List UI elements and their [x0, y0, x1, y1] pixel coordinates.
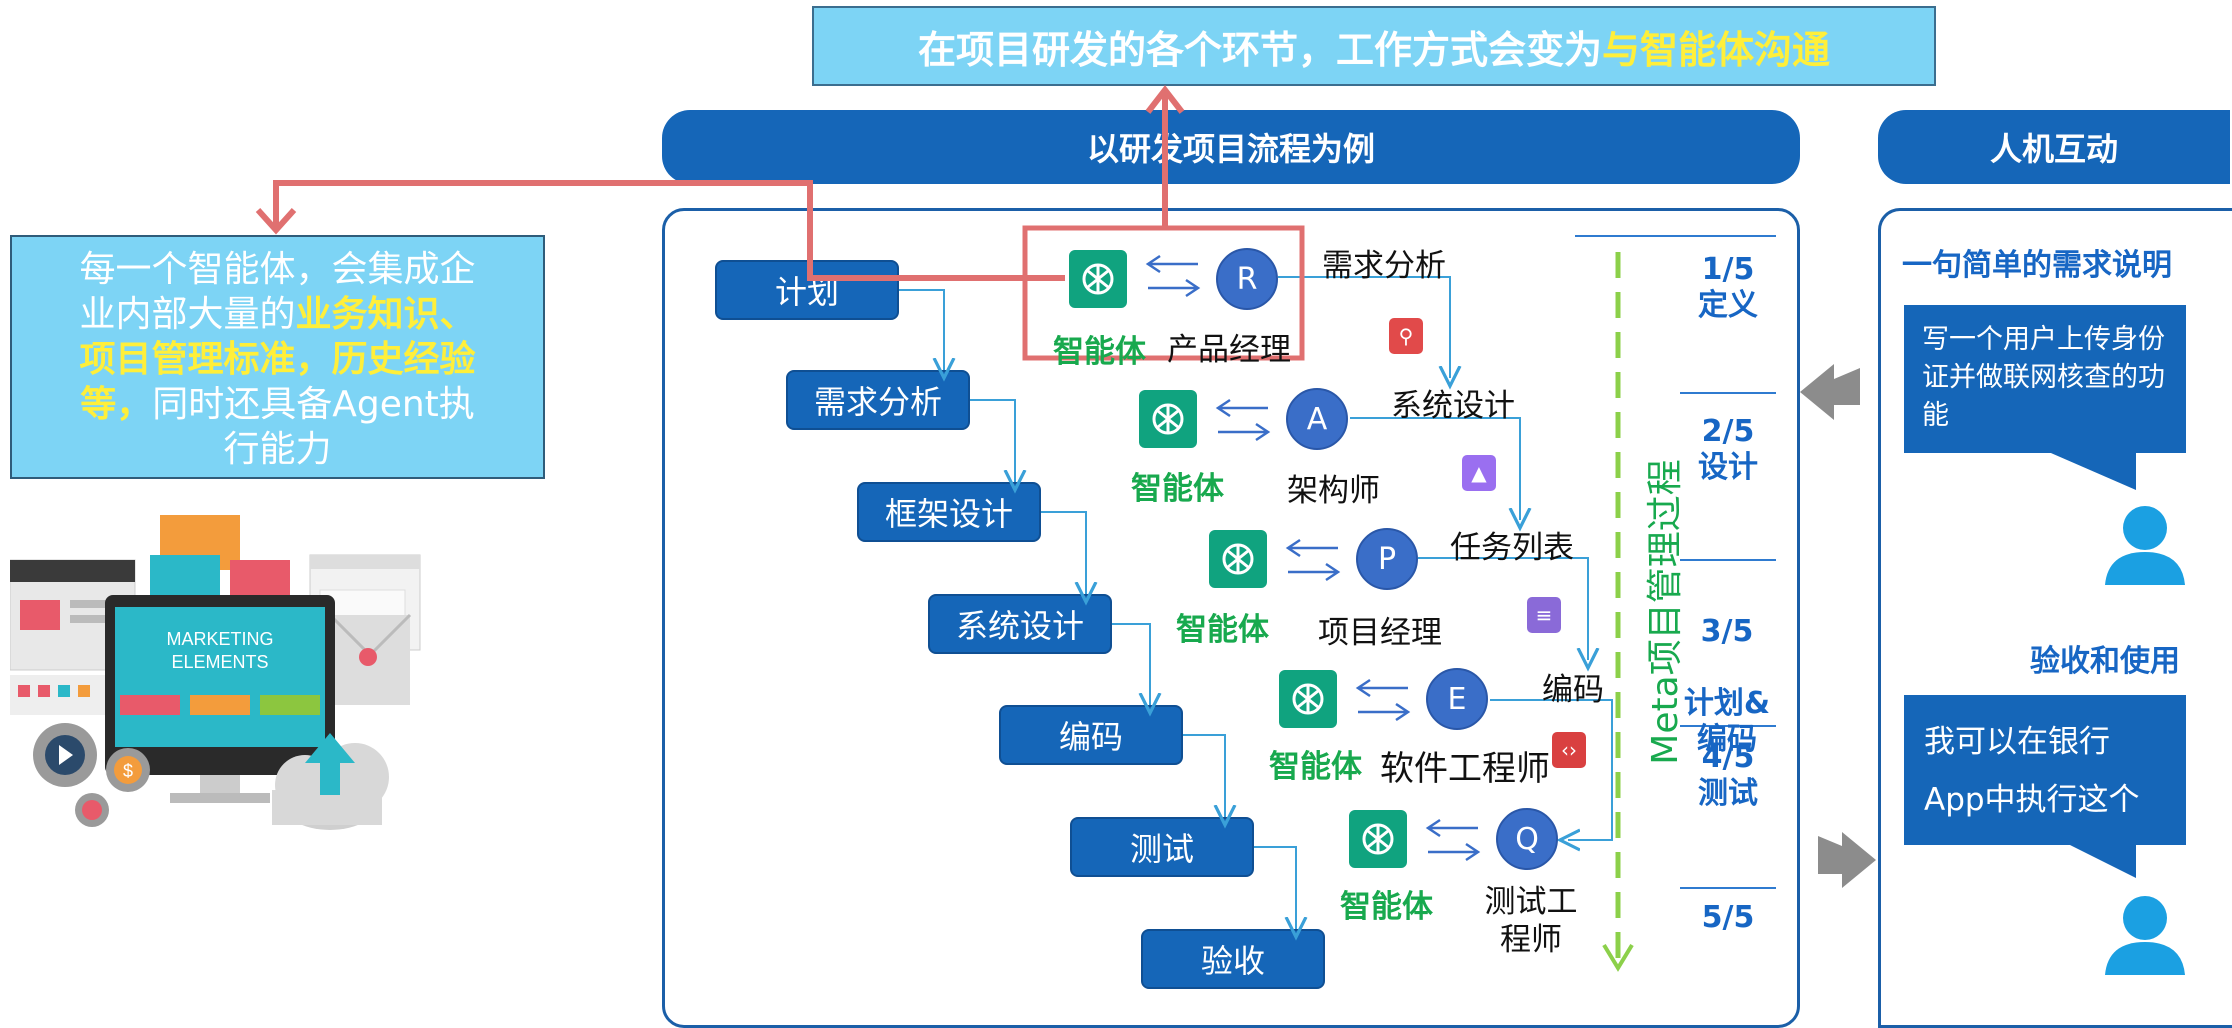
role-product-manager: 产品经理: [1167, 332, 1291, 368]
phase-5-number: 5/5: [1701, 900, 1755, 935]
phase-2-name: 设计: [1698, 450, 1758, 485]
agent-label: 智能体: [1131, 471, 1224, 507]
agent-icon: [1209, 530, 1267, 588]
phase-4: 4/5 测试: [1680, 740, 1776, 812]
phase-3-number: 3/5: [1700, 614, 1754, 649]
pdf-file-icon: ⚲: [1389, 318, 1423, 354]
agent-callout: 每一个智能体，会集成企业内部大量的业务知识、项目管理标准，历史经验等，同时还具备…: [10, 235, 545, 479]
role-architect: 架构师: [1287, 473, 1380, 509]
role-circle-q: Q: [1496, 808, 1558, 870]
requirement-title: 一句简单的需求说明: [1902, 248, 2172, 283]
phase-2-number: 2/5: [1701, 414, 1755, 449]
user-icon: [2105, 896, 2185, 975]
accept-bubble-tail: [2064, 842, 2136, 878]
screen-text-2: ELEMENTS: [171, 652, 268, 672]
phase-3: 3/5 计划& 编码: [1672, 578, 1782, 794]
callout-text: 每一个智能体，会集成企业内部大量的: [79, 249, 476, 335]
agent-label: 智能体: [1340, 889, 1433, 925]
image-file-icon: ▲: [1462, 455, 1496, 491]
document-file-icon: ≡: [1527, 597, 1561, 633]
banner-text: 在项目研发的各个环节，工作方式会变为: [917, 27, 1602, 72]
accept-text-line-2: App中执行这个: [1924, 782, 2140, 818]
requirement-bubble-tail: [2044, 450, 2136, 490]
accept-text-line-1: 我可以在银行: [1924, 724, 2110, 760]
phase-1-name: 定义: [1698, 288, 1758, 323]
phase-4-number: 4/5: [1701, 740, 1755, 775]
artifact-task-list: 任务列表: [1450, 530, 1574, 566]
artifact-code: 编码: [1542, 672, 1604, 708]
role-circle-p: P: [1356, 528, 1418, 590]
svg-text:$: $: [123, 761, 133, 781]
agent-icon: [1279, 670, 1337, 728]
user-icon: [2105, 506, 2185, 585]
phase-4-name: 测试: [1698, 776, 1758, 811]
phase-2: 2/5 设计: [1680, 414, 1776, 486]
role-circle-a: A: [1286, 388, 1348, 450]
agent-icon: [1349, 810, 1407, 868]
code-file-icon: ‹›: [1552, 732, 1586, 768]
banner-highlight: 与智能体沟通: [1602, 27, 1831, 72]
agent-label: 智能体: [1053, 334, 1146, 370]
role-circle-r: R: [1216, 248, 1278, 310]
phase-1: 1/5 定义: [1680, 252, 1776, 324]
artifact-system-design: 系统设计: [1391, 388, 1515, 424]
phase-5: 5/5: [1680, 900, 1776, 936]
callout-highlight: 业务知识、项目管理标准，历史经验等，: [79, 294, 476, 425]
requirement-bubble: 写一个用户上传身份证并做联网核查的功能: [1904, 305, 2186, 453]
screen-text-1: MARKETING: [166, 629, 273, 649]
role-circle-e: E: [1426, 668, 1488, 730]
marketing-illustration: MARKETING ELEMENTS $: [10, 515, 421, 830]
role-test-engineer: 测试工 程师: [1484, 884, 1578, 958]
agent-label: 智能体: [1176, 612, 1269, 648]
agent-icon: [1139, 390, 1197, 448]
callout-text-end: 同时还具备Agent执行能力: [152, 384, 475, 470]
agent-label: 智能体: [1269, 749, 1362, 785]
right-header: 人机互动: [1878, 110, 2230, 184]
phase-3-name: 计划& 编码: [1683, 686, 1771, 757]
role-software-engineer: 软件工程师: [1380, 749, 1550, 789]
artifact-requirement-analysis: 需求分析: [1322, 248, 1446, 284]
phase-1-number: 1/5: [1701, 252, 1755, 287]
role-project-manager: 项目经理: [1318, 615, 1442, 651]
top-banner: 在项目研发的各个环节，工作方式会变为与智能体沟通: [812, 6, 1936, 86]
accept-bubble: 我可以在银行 App中执行这个: [1904, 695, 2186, 845]
accept-title: 验收和使用: [2030, 644, 2180, 679]
center-header: 以研发项目流程为例: [662, 110, 1800, 184]
agent-icon: [1069, 250, 1127, 308]
